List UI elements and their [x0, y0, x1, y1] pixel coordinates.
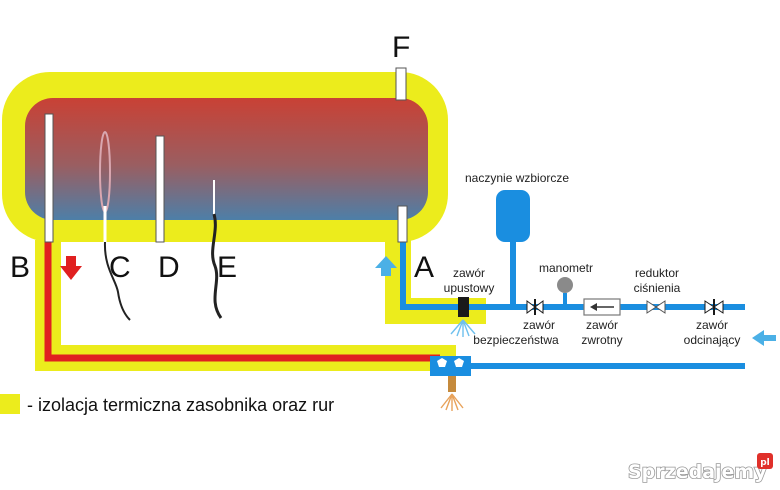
drain-valve: [458, 297, 469, 317]
drain-spray-cold: [450, 319, 476, 337]
shutoff-valve: [704, 299, 724, 315]
lower-drain-spray: [440, 393, 464, 411]
probe-b: [44, 113, 54, 243]
check-valve-label-2: zwrotny: [581, 333, 622, 347]
lower-drain-tap: [448, 376, 456, 392]
label-e: E: [217, 251, 237, 284]
safety-valve-label-2: bezpieczeństwa: [473, 333, 559, 347]
legend-text: - izolacja termiczna zasobnika oraz rur: [27, 395, 334, 415]
expansion-vessel: [496, 190, 530, 242]
label-a: A: [414, 251, 434, 284]
manometer-label: manometr: [539, 261, 593, 275]
manometer: [557, 277, 573, 293]
legend-swatch: [0, 394, 20, 414]
hot-flow-arrow: [60, 256, 82, 280]
label-b: B: [10, 251, 30, 284]
inlet-tube-a: [397, 205, 408, 243]
expansion-vessel-label: naczynie wzbiorcze: [465, 171, 569, 185]
check-valve-label-1: zawór: [586, 318, 618, 332]
cold-in-arrow: [752, 330, 776, 346]
cold-inlet-pipe: [400, 238, 745, 310]
junction-connector-left: [437, 358, 447, 367]
pressure-reducer: [646, 300, 666, 314]
watermark-brand: Sprzedajemy: [628, 461, 767, 483]
cold-inlet-insulation: [385, 240, 486, 324]
watermark-badge: [757, 453, 773, 469]
water-tank: [25, 98, 428, 220]
drain-valve-label-1: zawór: [453, 266, 485, 280]
label-d: D: [158, 251, 180, 284]
hot-water-pipe: [44, 240, 440, 362]
label-f: F: [392, 31, 410, 64]
cable-e: [211, 213, 223, 319]
drain-valve-label-2: upustowy: [444, 281, 495, 295]
safety-valve: [526, 299, 544, 315]
cable-c: [103, 241, 131, 321]
shutoff-valve-label-1: zawór: [696, 318, 728, 332]
label-c: C: [109, 251, 131, 284]
anode-f: [395, 67, 407, 101]
circulation-junction: [430, 356, 471, 376]
probe-d: [155, 135, 165, 243]
safety-valve-label-1: zawór: [523, 318, 555, 332]
check-valve: [583, 298, 621, 316]
shutoff-valve-label-2: odcinający: [684, 333, 741, 347]
reducer-label-2: ciśnienia: [634, 281, 681, 295]
cold-up-arrow: [375, 256, 397, 276]
junction-connector-right: [454, 358, 464, 367]
reducer-label-1: reduktor: [635, 266, 679, 280]
watermark-badge-text: pl: [760, 458, 770, 468]
